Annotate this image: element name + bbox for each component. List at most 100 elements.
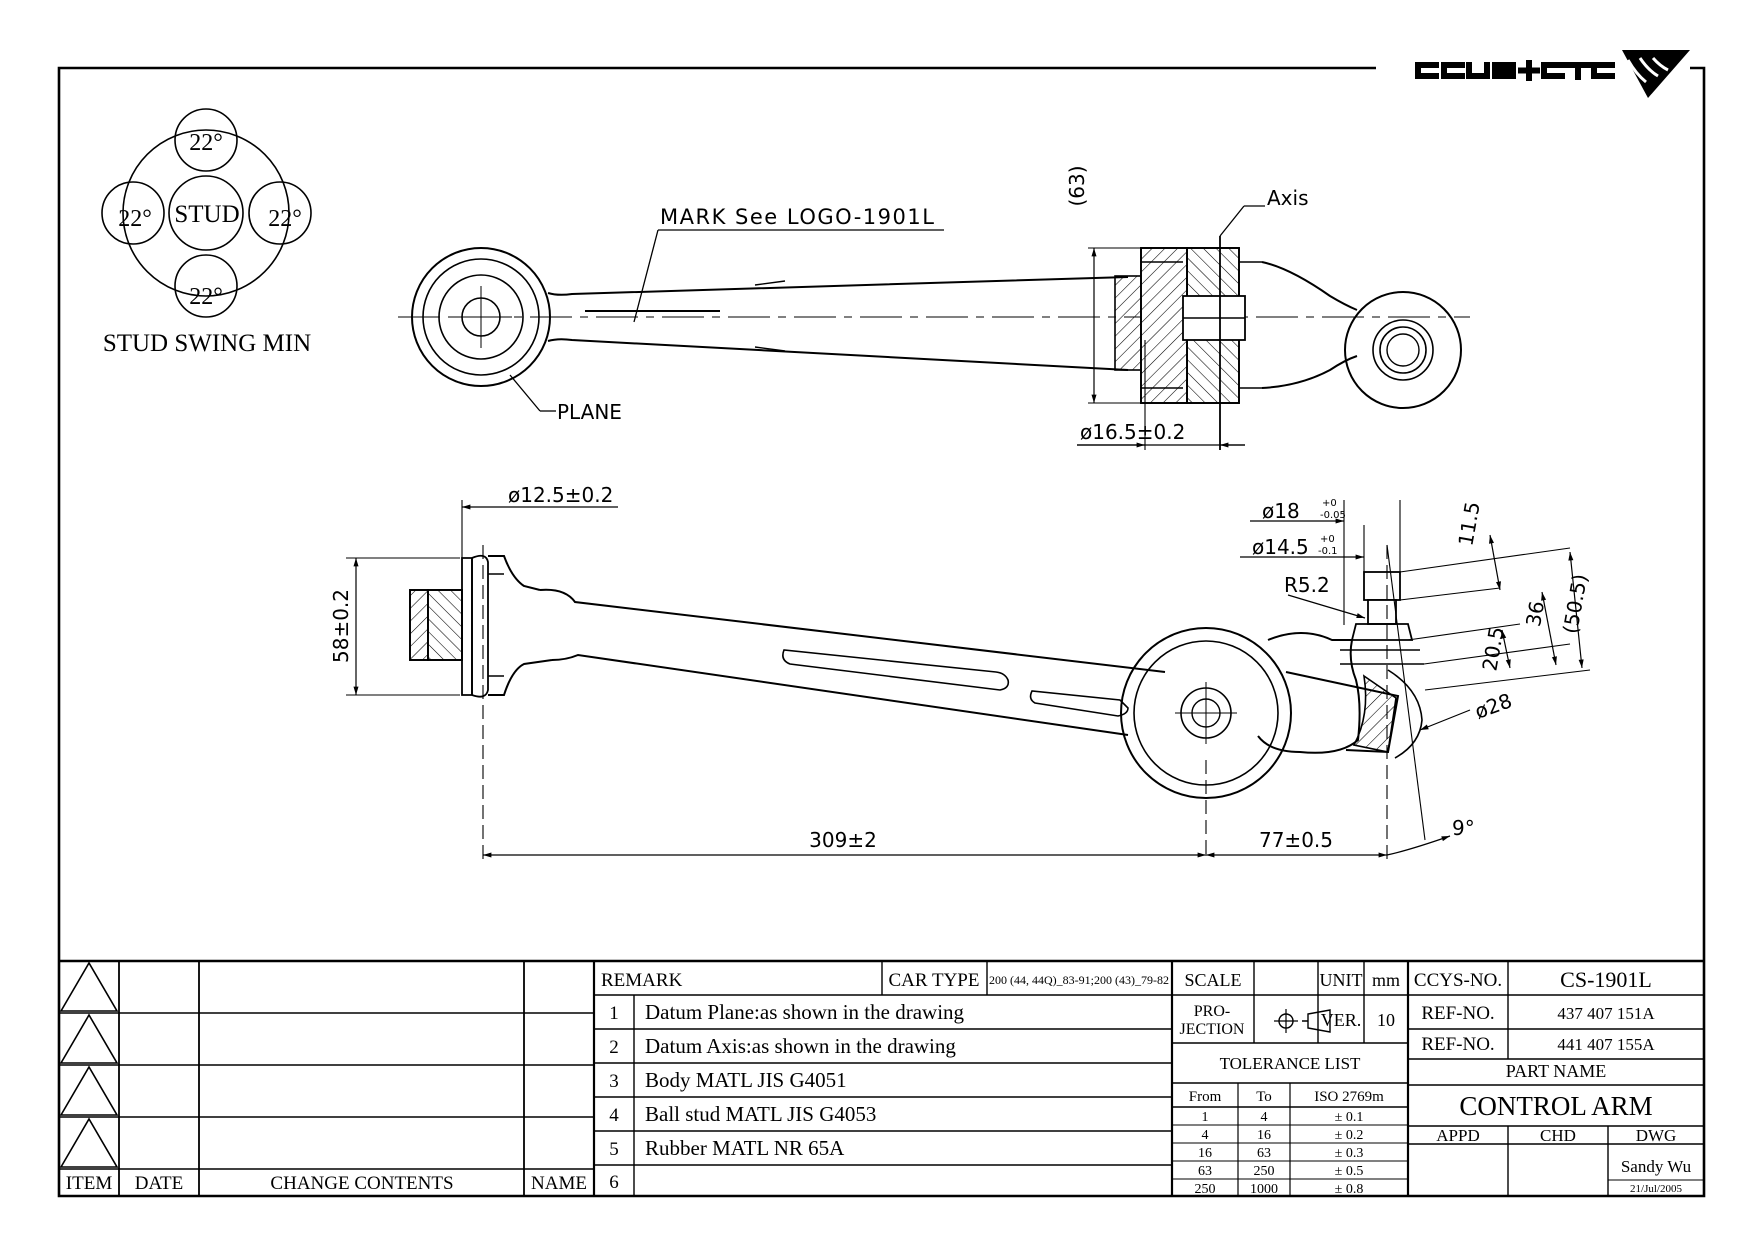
rev-header-item: ITEM: [66, 1173, 113, 1194]
dim-77: 77±0.5: [1259, 828, 1333, 852]
tolerance-value: ± 0.3: [1335, 1146, 1364, 1161]
dwg-label: DWG: [1636, 1126, 1677, 1145]
dim-dia-18-tol-upper: +0: [1322, 498, 1337, 509]
swing-angle-bottom: 22°: [189, 284, 223, 310]
dim-r-5-2: R5.2: [1284, 573, 1330, 597]
ccys-no-label: CCYS-NO.: [1414, 970, 1502, 991]
appd-label: APPD: [1436, 1126, 1479, 1145]
tolerance-header-from: From: [1189, 1089, 1222, 1105]
dim-309: 309±2: [809, 828, 877, 852]
dim-9-deg: 9°: [1452, 816, 1475, 840]
stud-label: STUD: [174, 201, 239, 228]
ver-label: VER.: [1321, 1010, 1362, 1030]
dim-20-5: 20.5: [1477, 625, 1508, 673]
part-info-block: CCYS-NO. CS-1901L REF-NO. 437 407 151A R…: [1414, 967, 1692, 1195]
tolerance-value: ± 0.2: [1335, 1128, 1364, 1143]
tolerance-value: ± 0.5: [1335, 1164, 1364, 1179]
logo-emblem: [1622, 50, 1690, 98]
tolerance-row: 250 1000 ± 0.8: [1195, 1182, 1364, 1197]
drawing-frame: [57, 66, 1706, 1198]
tolerance-to: 250: [1254, 1164, 1275, 1179]
chd-label: CHD: [1540, 1126, 1576, 1145]
remark-no-2: 2: [609, 1037, 619, 1058]
tolerance-header-std: ISO 2769m: [1314, 1089, 1384, 1105]
unit-value: mm: [1372, 970, 1400, 990]
dim-dia-14-5-tol-lower: -0.1: [1318, 546, 1338, 557]
dim-dia-12-5: ø12.5±0.2: [508, 483, 613, 507]
dim-dia-16-5: ø16.5±0.2: [1080, 420, 1185, 444]
unit-label: UNIT: [1320, 970, 1363, 990]
remark-label: REMARK: [601, 970, 683, 991]
dim-63: (63): [1065, 165, 1089, 206]
drawn-by: Sandy Wu: [1621, 1157, 1692, 1176]
axis-label: Axis: [1267, 186, 1309, 210]
dim-dia-18: ø18: [1262, 499, 1300, 523]
remark-text-4: Ball stud MATL JIS G4053: [645, 1102, 876, 1126]
remark-text-1: Datum Plane:as shown in the drawing: [645, 1000, 965, 1024]
ref-no-label-1: REF-NO.: [1421, 1003, 1494, 1024]
swing-angle-left: 22°: [118, 206, 152, 232]
projection-label-2: JECTION: [1180, 1021, 1245, 1038]
remark-no-1: 1: [609, 1003, 619, 1024]
dim-11-5: 11.5: [1453, 500, 1484, 548]
remark-text-5: Rubber MATL NR 65A: [645, 1136, 845, 1160]
tolerance-row: 63 250 ± 0.5: [1198, 1164, 1363, 1179]
ver-value: 10: [1377, 1010, 1395, 1030]
ref-no-value-1: 437 407 151A: [1557, 1004, 1655, 1023]
tolerance-from: 63: [1198, 1164, 1212, 1179]
spec-table: SCALE UNIT mm PRO- JECTION VER. 10 TOLER…: [1180, 970, 1400, 1197]
tolerance-row: 16 63 ± 0.3: [1198, 1146, 1363, 1161]
tolerance-row: 1 4 ± 0.1: [1202, 1110, 1364, 1125]
scale-label: SCALE: [1184, 970, 1241, 990]
rev-header-name: NAME: [531, 1173, 587, 1194]
tolerance-from: 1: [1202, 1110, 1209, 1125]
car-type-label: CAR TYPE: [889, 970, 980, 991]
tolerance-to: 1000: [1250, 1182, 1278, 1197]
side-view: ø12.5±0.2 58±0.2 309±2 77±0.5 9° ø18 +0 …: [329, 483, 1592, 860]
remark-text-2: Datum Axis:as shown in the drawing: [645, 1034, 956, 1058]
tolerance-from: 4: [1202, 1128, 1209, 1143]
projection-label-1: PRO-: [1194, 1003, 1230, 1020]
projection-symbol-icon: [1274, 1009, 1331, 1033]
dim-dia-14-5-tol-upper: +0: [1320, 534, 1335, 545]
swing-angle-right: 22°: [268, 206, 302, 232]
tolerance-value: ± 0.8: [1335, 1182, 1364, 1197]
dim-dia-14-5: ø14.5: [1252, 535, 1309, 559]
remark-no-6: 6: [609, 1172, 619, 1193]
rev-header-date: DATE: [135, 1173, 184, 1194]
tolerance-header-to: To: [1256, 1089, 1272, 1105]
stud-swing-diagram: 22° 22° 22° 22° STUD STUD SWING MIN: [101, 108, 312, 357]
remarks-table: REMARK CAR TYPE 200 (44, 44Q)_83-91;200 …: [601, 970, 1169, 1193]
rev-header-change: CHANGE CONTENTS: [270, 1173, 453, 1194]
tolerance-from: 16: [1198, 1146, 1212, 1161]
title-block: [59, 959, 1704, 1196]
ref-no-value-2: 441 407 155A: [1557, 1035, 1655, 1054]
dim-50-5: (50.5): [1558, 572, 1592, 635]
plane-label: PLANE: [557, 400, 622, 424]
revision-headers: ITEM DATE CHANGE CONTENTS NAME: [66, 1173, 587, 1194]
tolerance-row: 4 16 ± 0.2: [1202, 1128, 1364, 1143]
tolerance-title: TOLERANCE LIST: [1220, 1054, 1361, 1073]
remark-no-3: 3: [609, 1071, 619, 1092]
remark-text-3: Body MATL JIS G4051: [645, 1068, 847, 1092]
car-type-value: 200 (44, 44Q)_83-91;200 (43)_79-82: [989, 973, 1169, 987]
ccys-no-value: CS-1901L: [1560, 967, 1652, 992]
tolerance-to: 4: [1261, 1110, 1268, 1125]
dim-dia-18-tol-lower: -0.05: [1320, 510, 1346, 521]
mark-note: MARK See LOGO-1901L: [660, 205, 935, 229]
ref-no-label-2: REF-NO.: [1421, 1034, 1494, 1055]
tolerance-to: 63: [1257, 1146, 1271, 1161]
dim-58: 58±0.2: [329, 589, 353, 663]
top-view: MARK See LOGO-1901L PLANE Axis (63) ø16.…: [398, 165, 1470, 450]
stud-swing-caption: STUD SWING MIN: [103, 330, 311, 357]
tolerance-value: ± 0.1: [1335, 1110, 1364, 1125]
part-name-label: PART NAME: [1506, 1061, 1606, 1081]
tolerance-to: 16: [1257, 1128, 1271, 1143]
dim-36: 36: [1521, 599, 1549, 628]
dim-dia-28: ø28: [1472, 688, 1516, 723]
logo-wordmark: [1415, 60, 1615, 81]
company-logo: [1415, 50, 1690, 98]
part-name: CONTROL ARM: [1459, 1091, 1652, 1121]
remark-no-4: 4: [609, 1105, 619, 1126]
